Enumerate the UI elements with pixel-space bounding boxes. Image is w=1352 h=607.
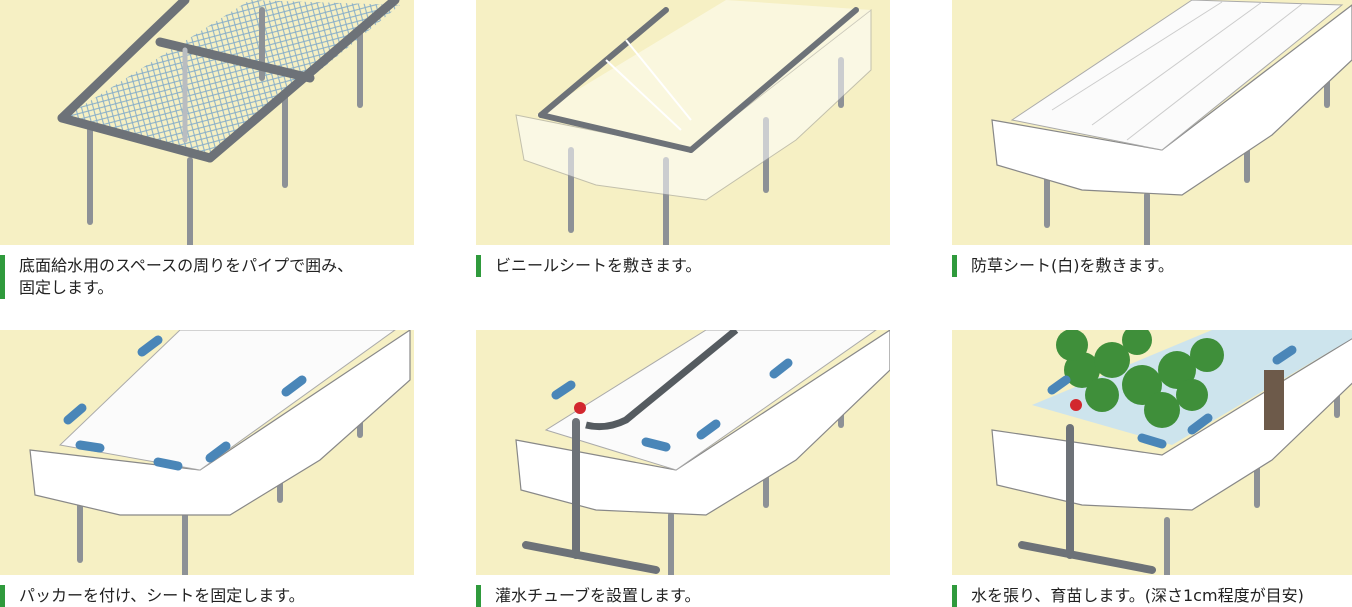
step-1-text: 底面給水用のスペースの周りをパイプで囲み、 固定します。 <box>19 256 354 297</box>
step-6-text: 水を張り、育苗します。(深さ1cm程度が目安) <box>971 586 1304 605</box>
step-5-caption: 灌水チューブを設置します。 <box>476 585 906 607</box>
step-6-illustration <box>952 330 1352 575</box>
step-5-text: 灌水チューブを設置します。 <box>495 586 701 605</box>
step-3-illustration <box>952 0 1352 245</box>
step-4-text: パッカーを付け、シートを固定します。 <box>19 586 305 605</box>
step-1-caption: 底面給水用のスペースの周りをパイプで囲み、 固定します。 <box>0 255 430 299</box>
step-4-caption: パッカーを付け、シートを固定します。 <box>0 585 430 607</box>
step-2-illustration <box>476 0 890 245</box>
step-3-caption: 防草シート(白)を敷きます。 <box>952 255 1352 277</box>
step-6-caption: 水を張り、育苗します。(深さ1cm程度が目安) <box>952 585 1352 607</box>
step-3-text: 防草シート(白)を敷きます。 <box>971 256 1174 275</box>
step-1-illustration <box>0 0 414 245</box>
step-2-caption: ビニールシートを敷きます。 <box>476 255 906 277</box>
step-4-illustration <box>0 330 414 575</box>
step-2-text: ビニールシートを敷きます。 <box>495 256 702 275</box>
step-5-illustration <box>476 330 890 575</box>
